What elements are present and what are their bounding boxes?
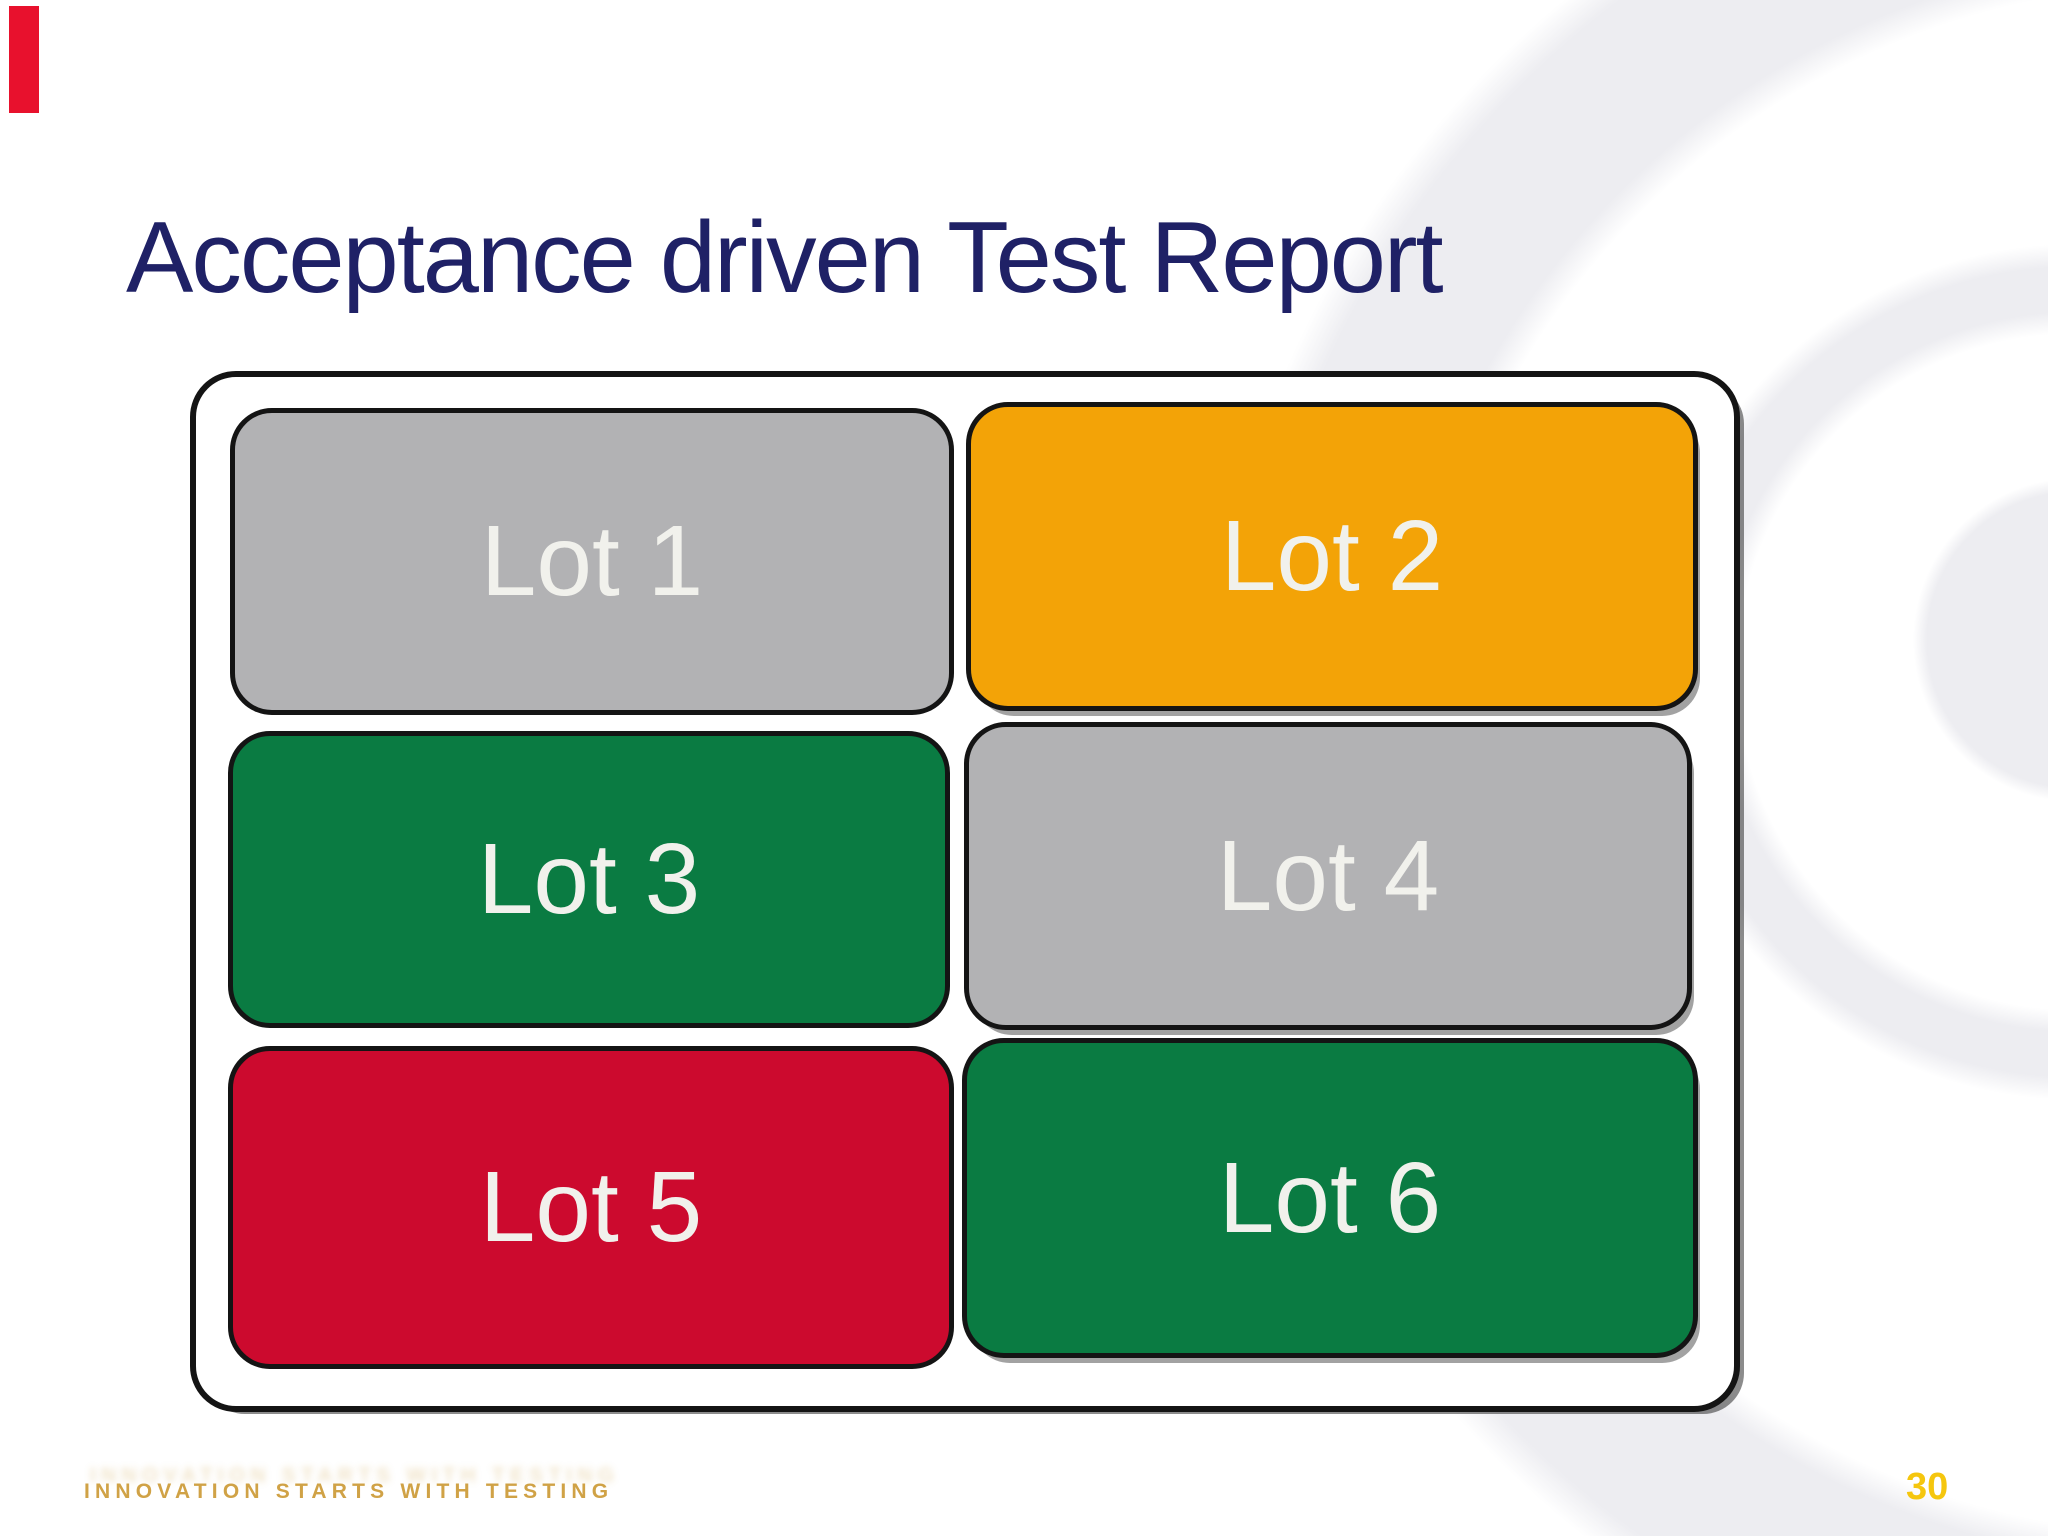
lot-1-label: Lot 1 — [480, 505, 704, 617]
lot-2-status-box: Lot 2 — [966, 402, 1698, 711]
lot-6-status-box: Lot 6 — [962, 1038, 1698, 1358]
lot-6-label: Lot 6 — [1218, 1141, 1442, 1254]
lot-4-status-box: Lot 4 — [964, 722, 1692, 1030]
brand-tagline: INNOVATION STARTS WITH TESTING — [84, 1480, 614, 1503]
lot-1-status-box: Lot 1 — [230, 408, 954, 715]
page-title: Acceptance driven Test Report — [126, 201, 1444, 314]
page-number: 30 — [1906, 1466, 1949, 1508]
lot-4-label: Lot 4 — [1216, 819, 1440, 932]
lot-5-label: Lot 5 — [479, 1151, 703, 1263]
lot-2-label: Lot 2 — [1220, 500, 1444, 612]
brand-accent-bar — [9, 6, 39, 113]
lot-5-status-box: Lot 5 — [228, 1046, 954, 1369]
lot-3-label: Lot 3 — [477, 823, 701, 935]
lot-3-status-box: Lot 3 — [228, 731, 950, 1028]
